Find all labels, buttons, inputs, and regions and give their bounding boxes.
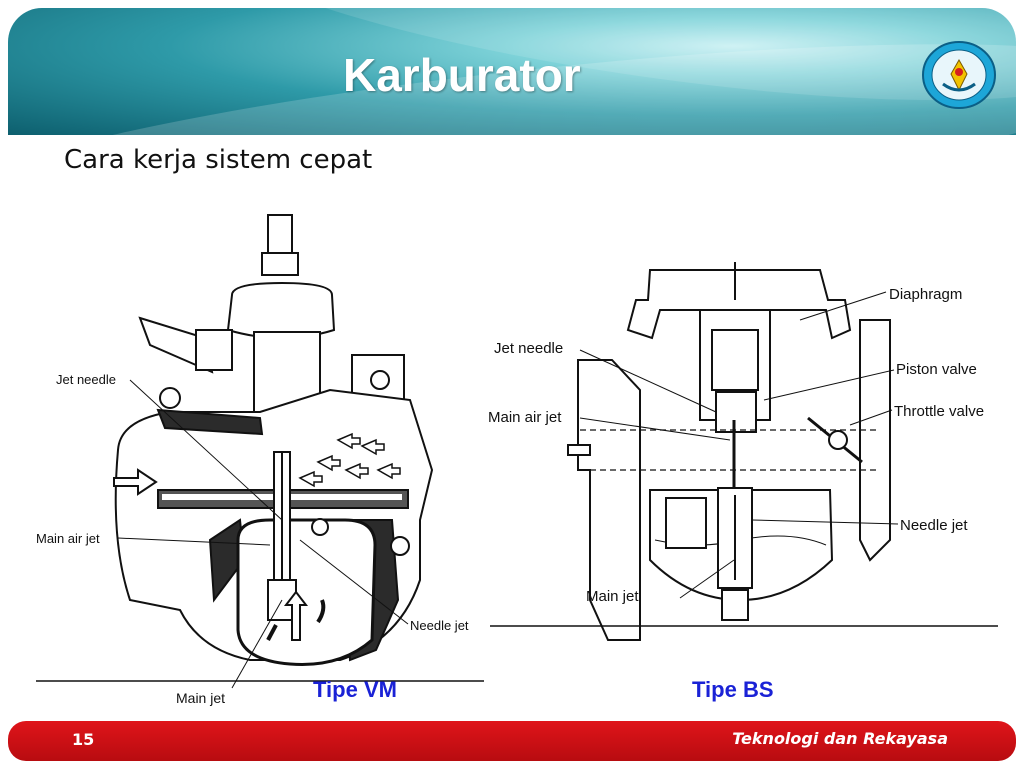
bs-label-throttle-valve: Throttle valve <box>894 403 984 420</box>
bs-label-main-air-jet: Main air jet <box>488 409 562 426</box>
vm-label-needle-jet: Needle jet <box>410 618 469 633</box>
bs-label-piston-valve: Piston valve <box>896 361 977 378</box>
header-banner <box>8 8 1016 135</box>
bs-label-main-jet: Main jet <box>586 588 639 605</box>
bs-label-jet-needle: Jet needle <box>494 340 563 357</box>
vm-carburetor-drawing <box>113 214 434 689</box>
bs-label-diaphragm: Diaphragm <box>889 286 962 303</box>
vm-label-jet-needle: Jet needle <box>56 372 116 387</box>
footer-bar <box>8 721 1016 761</box>
vm-label-main-air-jet: Main air jet <box>36 531 100 546</box>
tut-wuri-handayani-logo <box>922 41 996 109</box>
footer-text: Teknologi dan Rekayasa <box>732 729 948 748</box>
slide-subtitle: Cara kerja sistem cepat <box>64 145 373 175</box>
slide-title: Karburator <box>343 49 581 101</box>
bs-carburetor-drawing <box>567 262 899 641</box>
page-number: 15 <box>72 730 95 749</box>
caption-tipe-vm: Tipe VM <box>313 677 397 702</box>
caption-tipe-bs: Tipe BS <box>692 677 774 702</box>
vm-label-main-jet: Main jet <box>176 690 225 706</box>
bs-label-needle-jet: Needle jet <box>900 517 968 534</box>
